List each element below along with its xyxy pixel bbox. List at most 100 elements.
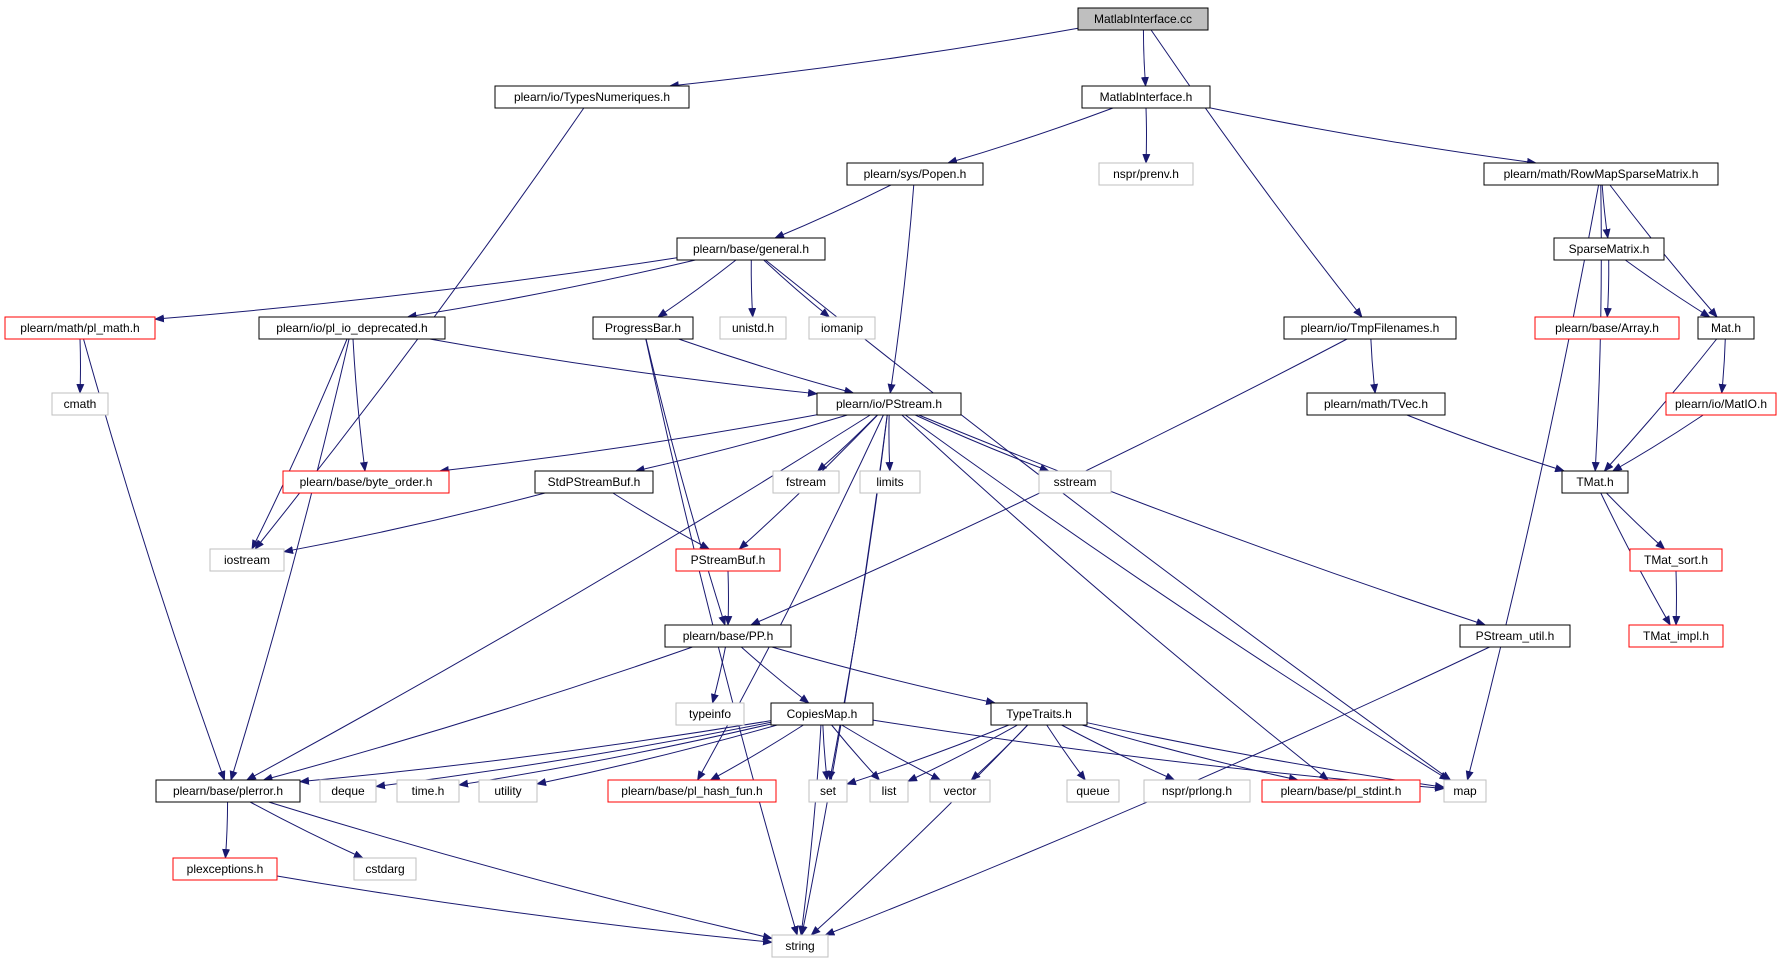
node-pstream-util-h[interactable]: PStream_util.h [1459, 624, 1571, 648]
node-tmat-impl-h[interactable]: TMat_impl.h [1628, 624, 1724, 648]
node-box [607, 779, 777, 803]
node-label: TMat_impl.h [1643, 629, 1709, 643]
node-general-h[interactable]: plearn/base/general.h [676, 237, 826, 261]
node-sparsematrix-h[interactable]: SparseMatrix.h [1553, 237, 1665, 261]
node-box [664, 624, 792, 648]
node-box [1697, 316, 1755, 340]
node-label: plearn/math/RowMapSparseMatrix.h [1504, 167, 1699, 181]
node-label: plearn/base/plerror.h [173, 784, 283, 798]
node-box [478, 779, 538, 803]
node-deque: deque [319, 779, 377, 803]
node-box [1534, 316, 1680, 340]
node-popen-h[interactable]: plearn/sys/Popen.h [846, 162, 984, 186]
edge-pstream_h-to-pl_stdint_h [901, 414, 1329, 781]
node-box [675, 702, 745, 726]
node-label: cstdarg [365, 862, 404, 876]
edge-popen_h-to-pstream_h [887, 184, 915, 394]
node-rowmapsparsematrix-h[interactable]: plearn/math/RowMapSparseMatrix.h [1483, 162, 1719, 186]
edge-pstream_h-to-sstream [915, 414, 1050, 472]
node-matlabinterface-h[interactable]: MatlabInterface.h [1081, 85, 1211, 109]
node-box [1077, 7, 1209, 31]
node-matlabinterface-cc[interactable]: MatlabInterface.cc [1077, 7, 1209, 31]
node-plexceptions-h[interactable]: plexceptions.h [172, 857, 278, 881]
edge-copiesmap_h-to-utility [536, 724, 778, 786]
node-label: typeinfo [689, 707, 731, 721]
node-box [1066, 779, 1120, 803]
node-pstream-h[interactable]: plearn/io/PStream.h [816, 392, 962, 416]
edge-matlabinterface_h-to-popen_h [947, 107, 1114, 165]
node-pl-io-deprecated-h[interactable]: plearn/io/pl_io_deprecated.h [258, 316, 446, 340]
node-tmat-sort-h[interactable]: TMat_sort.h [1629, 548, 1723, 572]
node-matio-h[interactable]: plearn/io/MatIO.h [1665, 392, 1777, 416]
edge-progressbar_h-to-pstream_h [678, 338, 855, 395]
edge-general_h-to-iomanip [763, 259, 831, 318]
edge-copiesmap_h-to-time_h [458, 723, 772, 788]
edge-tmat_h-to-tmat_sort_h [1606, 492, 1666, 550]
edge-pl_io_deprecated_h-to-byte_order_h [352, 338, 368, 472]
node-box [676, 237, 826, 261]
edge-pstream_h-to-map [905, 414, 1450, 781]
node-typesnumeriques-h[interactable]: plearn/io/TypesNumeriques.h [494, 85, 690, 109]
node-box [770, 702, 874, 726]
node-copiesmap-h[interactable]: CopiesMap.h [770, 702, 874, 726]
edge-plerror_h-to-string [268, 801, 773, 941]
node-pp-h[interactable]: plearn/base/PP.h [664, 624, 792, 648]
node-box [929, 779, 991, 803]
node-pl-hash-fun-h[interactable]: plearn/base/pl_hash_fun.h [607, 779, 777, 803]
node-queue: queue [1066, 779, 1120, 803]
node-box [1459, 624, 1571, 648]
edge-typetraits_h-to-prlong_h [1061, 724, 1176, 781]
edge-pstream_h-to-plerror_h [245, 414, 871, 781]
node-typetraits-h[interactable]: TypeTraits.h [990, 702, 1088, 726]
node-pl-math-h[interactable]: plearn/math/pl_math.h [4, 316, 156, 340]
node-label: MatlabInterface.cc [1094, 12, 1192, 26]
node-pl-stdint-h[interactable]: plearn/base/pl_stdint.h [1261, 779, 1421, 803]
node-box [282, 470, 450, 494]
edge-tvec_h-to-tmat_h [1406, 414, 1566, 473]
node-progressbar-h[interactable]: ProgressBar.h [592, 316, 694, 340]
node-label: plearn/io/PStream.h [836, 397, 942, 411]
node-box [846, 162, 984, 186]
node-box [209, 548, 285, 572]
node-box [172, 857, 278, 881]
node-fstream: fstream [772, 470, 840, 494]
node-box [1665, 392, 1777, 416]
edge-typetraits_h-to-pl_stdint_h [1081, 724, 1299, 783]
edge-pstream_h-to-pstream_util_h [918, 414, 1487, 626]
edge-sparsematrix_h-to-array_h [1603, 259, 1612, 318]
edge-pl_io_deprecated_h-to-pstream_h [429, 338, 818, 397]
node-prlong-h: nspr/prlong.h [1143, 779, 1251, 803]
node-box [990, 702, 1088, 726]
node-box [494, 85, 690, 109]
node-byte-order-h[interactable]: plearn/base/byte_order.h [282, 470, 450, 494]
node-tmat-h[interactable]: TMat.h [1561, 470, 1629, 494]
edge-rowmapsparsematrix_h-to-sparsematrix_h [1601, 184, 1611, 239]
node-stdpstreambuf-h[interactable]: StdPStreamBuf.h [534, 470, 654, 494]
node-map: map [1443, 779, 1487, 803]
node-box [1561, 470, 1629, 494]
node-tmpfilenames-h[interactable]: plearn/io/TmpFilenames.h [1283, 316, 1457, 340]
node-array-h[interactable]: plearn/base/Array.h [1534, 316, 1680, 340]
node-box [4, 316, 156, 340]
node-box [1038, 470, 1112, 494]
edge-stdpstreambuf_h-to-iostream [283, 492, 546, 554]
node-string: string [771, 934, 829, 958]
edge-pp_h-to-typeinfo [711, 646, 726, 704]
node-mat-h[interactable]: Mat.h [1697, 316, 1755, 340]
node-plerror-h[interactable]: plearn/base/plerror.h [155, 779, 301, 803]
node-tvec-h[interactable]: plearn/math/TVec.h [1306, 392, 1446, 416]
edge-stdpstreambuf_h-to-pstreambuf_h [612, 492, 710, 550]
node-label: plearn/base/byte_order.h [300, 475, 433, 489]
edge-plerror_h-to-cstdarg [249, 801, 364, 859]
node-label: limits [876, 475, 903, 489]
node-box [1098, 162, 1194, 186]
node-label: plearn/io/MatIO.h [1675, 397, 1767, 411]
node-label: unistd.h [732, 321, 774, 335]
node-label: map [1453, 784, 1477, 798]
node-label: Mat.h [1711, 321, 1741, 335]
edge-pl_io_deprecated_h-to-iostream [251, 338, 348, 550]
node-box [771, 934, 829, 958]
node-time-h: time.h [396, 779, 460, 803]
node-pstreambuf-h[interactable]: PStreamBuf.h [675, 548, 781, 572]
node-typeinfo: typeinfo [675, 702, 745, 726]
